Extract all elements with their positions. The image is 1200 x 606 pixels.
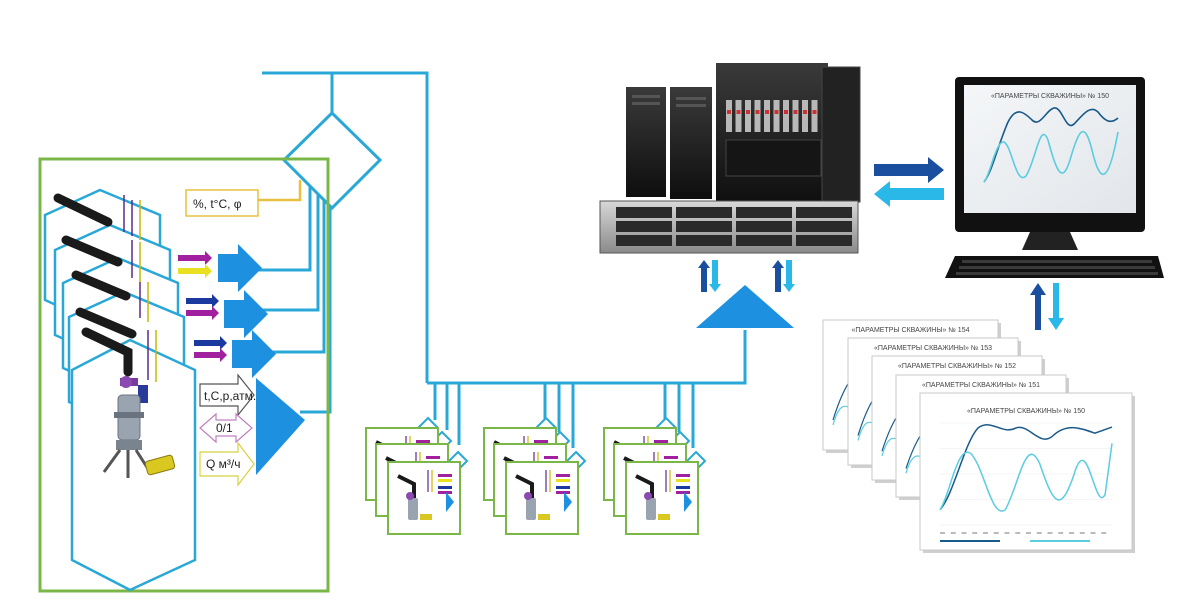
report-sheet-title: «ПАРАМЕТРЫ СКВАЖИНЫ» № 154: [851, 327, 969, 334]
signal-arrow-pairs: [178, 251, 227, 362]
field-unit-cluster: [483, 416, 587, 535]
data-arrows: [218, 244, 305, 475]
pressure-label-text: t,C,p,атм.: [204, 389, 256, 403]
pipes: [53, 193, 137, 377]
well-site: %, t°C, φ t,C,p,атм. 0/1 Q м³/ч: [38, 157, 330, 593]
monitor-report-arrows: [1030, 283, 1064, 330]
report-sheets: «ПАРАМЕТРЫ СКВАЖИНЫ» № 154 «ПАРАМЕТРЫ СКВ…: [822, 319, 1135, 553]
field-units: [365, 416, 707, 535]
well-site-frame: [38, 157, 330, 593]
field-unit-cluster: [365, 416, 469, 535]
report-sheet-title: «ПАРАМЕТРЫ СКВАЖИНЫ» № 151: [922, 382, 1040, 389]
server-icon: [599, 63, 861, 254]
measure-label-text: %, t°C, φ: [193, 197, 242, 211]
report-sheet-title: «ПАРАМЕТРЫ СКВАЖИНЫ» № 152: [898, 363, 1016, 370]
sensor-wires: [123, 195, 157, 382]
aggregator-arrow: [696, 285, 794, 328]
flow-label-text: Q м³/ч: [206, 457, 241, 471]
server-monitor-arrows: [874, 157, 944, 207]
field-unit-cluster: [603, 416, 707, 535]
measure-label: %, t°C, φ: [185, 189, 259, 217]
report-sheet-title: «ПАРАМЕТРЫ СКВАЖИНЫ» № 153: [874, 345, 992, 352]
report-sheet-title: «ПАРАМЕТРЫ СКВАЖИНЫ» № 150: [967, 408, 1085, 415]
monitor-chart: [983, 107, 1119, 183]
binary-label-text: 0/1: [216, 421, 233, 435]
well-equipment-icon: [102, 376, 176, 478]
controller-diamond: [281, 110, 383, 211]
flow-label: Q м³/ч: [199, 441, 255, 487]
network-lines: [250, 71, 747, 448]
wellhead-stack: [43, 188, 197, 592]
monitor-icon: «ПАРАМЕТРЫ СКВАЖИНЫ» № 150: [945, 77, 1164, 278]
monitor-chart-title: «ПАРАМЕТРЫ СКВАЖИНЫ» № 150: [991, 93, 1109, 100]
server-link-arrows: [698, 260, 795, 292]
pressure-label: t,C,p,атм.: [199, 373, 256, 417]
binary-label: 0/1: [199, 412, 253, 444]
report-sheet: «ПАРАМЕТРЫ СКВАЖИНЫ» № 150: [919, 392, 1135, 553]
